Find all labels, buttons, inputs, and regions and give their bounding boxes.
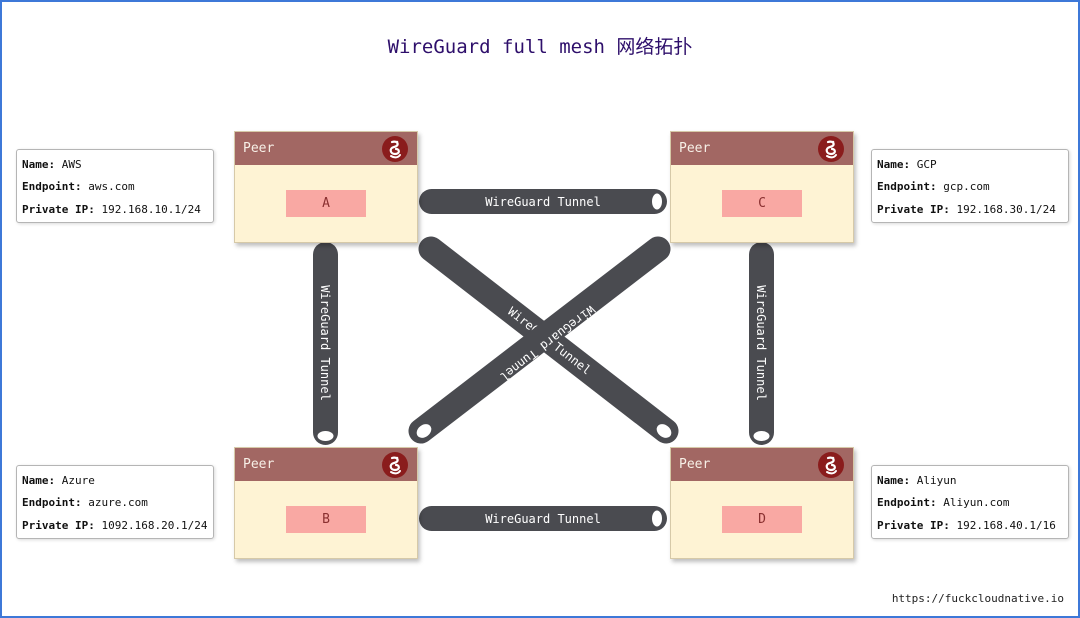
peer-d: Peer D xyxy=(670,447,854,559)
wireguard-logo-icon xyxy=(382,452,408,478)
info-name-value: Aliyun xyxy=(916,474,957,487)
info-ip-label: Private IP: xyxy=(877,203,950,216)
info-endpoint-value: aws.com xyxy=(88,180,135,193)
wireguard-logo-icon xyxy=(818,452,844,478)
info-name-row: Name: GCP xyxy=(877,158,937,171)
peer-header-label: Peer xyxy=(243,457,275,472)
info-ip-row: Private IP: 1092.168.20.1/24 xyxy=(22,519,207,532)
info-endpoint-value: azure.com xyxy=(88,496,148,509)
info-box-aliyun: Name: Aliyun Endpoint: Aliyun.com Privat… xyxy=(871,465,1069,539)
info-box-gcp: Name: GCP Endpoint: gcp.com Private IP: … xyxy=(871,149,1069,223)
info-endpoint-row: Endpoint: azure.com xyxy=(22,496,148,509)
info-name-label: Name: xyxy=(22,474,56,487)
info-ip-value: 192.168.10.1/24 xyxy=(101,203,201,216)
peer-header-label: Peer xyxy=(243,141,275,156)
tunnel-label-a-c: WireGuard Tunnel xyxy=(485,195,601,209)
info-ip-value: 192.168.40.1/16 xyxy=(956,519,1056,532)
peer-header: Peer xyxy=(671,132,853,165)
tunnel-label-c-d: WireGuard Tunnel xyxy=(754,285,768,401)
info-name-value: AWS xyxy=(61,158,82,171)
footer-url: https://fuckcloudnative.io xyxy=(891,592,1064,605)
info-name-label: Name: xyxy=(22,158,56,171)
peer-header-label: Peer xyxy=(679,141,711,156)
peer-id-label: D xyxy=(722,506,802,533)
info-endpoint-value: Aliyun.com xyxy=(943,496,1010,509)
diagram-title: WireGuard full mesh 网络拓扑 xyxy=(387,36,693,58)
info-name-row: Name: Azure xyxy=(22,474,95,487)
peer-id-label: A xyxy=(286,190,366,217)
info-name-label: Name: xyxy=(877,158,911,171)
peer-id-label: B xyxy=(286,506,366,533)
peer-header: Peer xyxy=(235,132,417,165)
peer-header-label: Peer xyxy=(679,457,711,472)
info-endpoint-label: Endpoint: xyxy=(877,180,937,193)
info-ip-row: Private IP: 192.168.30.1/24 xyxy=(877,203,1056,216)
tunnel-b-d: WireGuard Tunnel xyxy=(419,506,667,531)
info-box-aws: Name: AWS Endpoint: aws.com Private IP: … xyxy=(16,149,214,223)
tunnel-label-b-d: WireGuard Tunnel xyxy=(485,512,601,526)
info-name-value: GCP xyxy=(916,158,937,171)
info-endpoint-label: Endpoint: xyxy=(22,180,82,193)
info-ip-row: Private IP: 192.168.40.1/16 xyxy=(877,519,1056,532)
info-endpoint-value: gcp.com xyxy=(943,180,990,193)
wireguard-logo-icon xyxy=(382,136,408,162)
peer-header: Peer xyxy=(235,448,417,481)
info-endpoint-row: Endpoint: aws.com xyxy=(22,180,135,193)
peer-id-label: C xyxy=(722,190,802,217)
info-ip-value: 1092.168.20.1/24 xyxy=(101,519,208,532)
tunnel-a-c: WireGuard Tunnel xyxy=(419,189,667,214)
info-ip-label: Private IP: xyxy=(22,519,95,532)
info-ip-label: Private IP: xyxy=(877,519,950,532)
info-box-azure: Name: Azure Endpoint: azure.com Private … xyxy=(16,465,214,539)
tunnel-c-d: WireGuard Tunnel xyxy=(749,242,774,445)
info-ip-row: Private IP: 192.168.10.1/24 xyxy=(22,203,201,216)
tunnel-label-a-b: WireGuard Tunnel xyxy=(318,285,332,401)
info-ip-value: 192.168.30.1/24 xyxy=(956,203,1056,216)
info-name-label: Name: xyxy=(877,474,911,487)
tunnel-a-b: WireGuard Tunnel xyxy=(313,242,338,445)
peer-header: Peer xyxy=(671,448,853,481)
info-name-row: Name: Aliyun xyxy=(877,474,957,487)
info-endpoint-label: Endpoint: xyxy=(22,496,82,509)
info-endpoint-row: Endpoint: Aliyun.com xyxy=(877,496,1009,509)
info-name-value: Azure xyxy=(61,474,95,487)
peer-c: Peer C xyxy=(670,131,854,243)
info-ip-label: Private IP: xyxy=(22,203,95,216)
peer-b: Peer B xyxy=(234,447,418,559)
info-name-row: Name: AWS xyxy=(22,158,82,171)
wireguard-logo-icon xyxy=(818,136,844,162)
info-endpoint-label: Endpoint: xyxy=(877,496,937,509)
peer-a: Peer A xyxy=(234,131,418,243)
info-endpoint-row: Endpoint: gcp.com xyxy=(877,180,990,193)
